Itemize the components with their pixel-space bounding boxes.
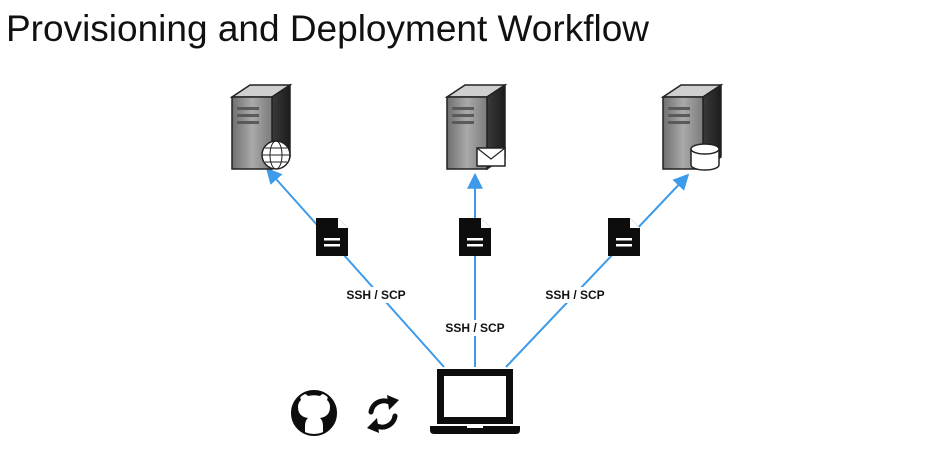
laptop-icon	[430, 369, 520, 434]
page-title: Provisioning and Deployment Workflow	[6, 8, 650, 49]
connector-web	[265, 167, 445, 368]
database-server-icon	[660, 83, 724, 171]
link-label-mail: SSH / SCP	[445, 321, 504, 335]
mail-server-icon	[444, 83, 508, 171]
web-server-icon	[229, 83, 293, 171]
sync-icon	[367, 395, 399, 433]
link-label-database: SSH / SCP	[545, 288, 604, 302]
file-icon	[316, 218, 348, 256]
file-icon	[459, 218, 491, 256]
link-label-web: SSH / SCP	[346, 288, 405, 302]
database-icon	[690, 143, 720, 171]
github-icon	[291, 390, 337, 436]
connector-database	[505, 173, 690, 368]
globe-icon	[261, 140, 291, 170]
envelope-icon	[476, 147, 506, 167]
file-icon	[608, 218, 640, 256]
